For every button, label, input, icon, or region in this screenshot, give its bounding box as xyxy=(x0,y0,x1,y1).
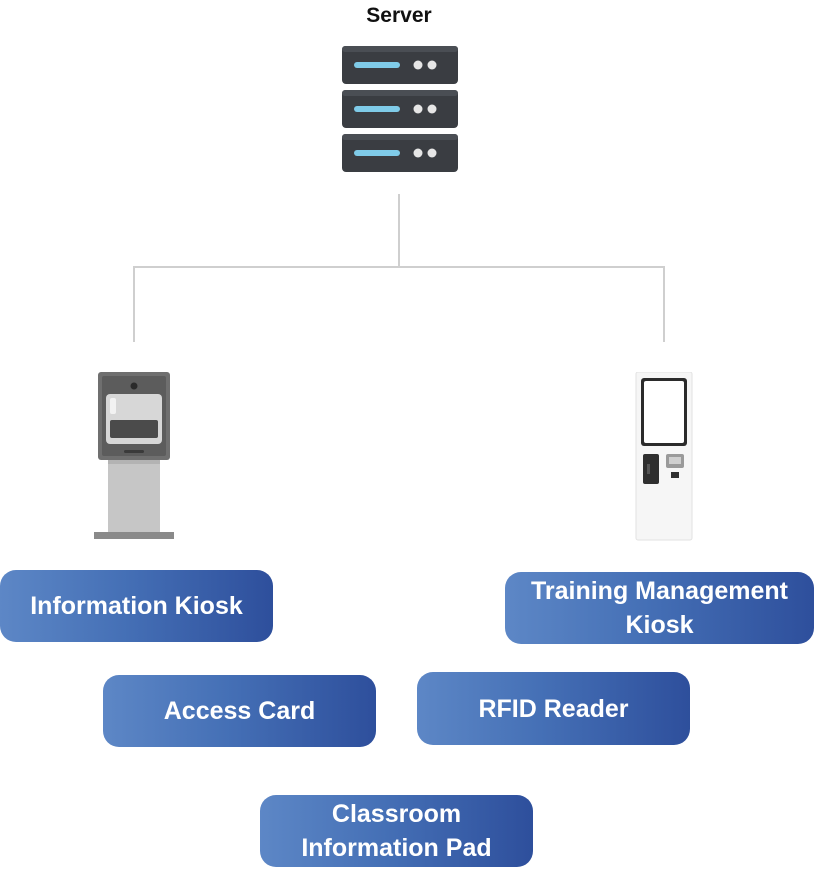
training-kiosk-icon xyxy=(635,372,693,541)
rfid-reader-label: RFID Reader xyxy=(417,672,690,745)
information-kiosk-icon xyxy=(94,372,174,539)
access-card-label: Access Card xyxy=(103,675,376,747)
server-label: Server xyxy=(366,4,432,27)
classroom-information-pad-label: Classroom Information Pad xyxy=(260,795,533,867)
information-kiosk-label: Information Kiosk xyxy=(0,570,273,642)
server-rack-icon xyxy=(342,46,458,172)
server-unit-3 xyxy=(342,134,458,172)
server-unit-1 xyxy=(342,46,458,84)
server-unit-2 xyxy=(342,90,458,128)
training-management-kiosk-label: Training Management Kiosk xyxy=(505,572,814,644)
